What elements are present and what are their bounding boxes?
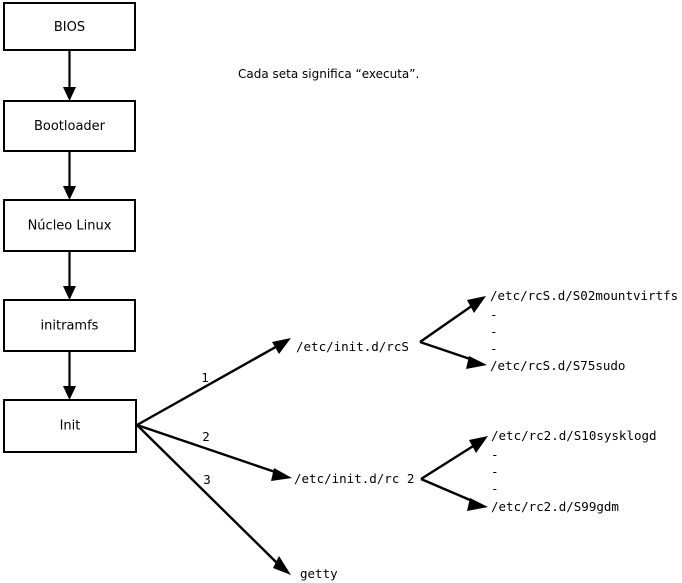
node-initramfs[interactable]: initramfs [3, 299, 136, 352]
node-init-rect [3, 399, 137, 453]
fork-group-rc2-scripts: /etc/rc2.d/S10sysklogd - - - /etc/rc2.d/… [420, 428, 657, 514]
branch-2-target-label: /etc/init.d/rc 2 [294, 471, 414, 486]
arrowhead-icon [63, 87, 76, 101]
node-kernel[interactable]: Núcleo Linux [3, 199, 136, 252]
arrow-initramfs-to-init [63, 351, 76, 400]
rcs-ellipsis-dash-3: - [490, 341, 498, 356]
rcs-script-first-label: /etc/rcS.d/S02mountvirtfs [490, 288, 678, 303]
arrowhead-icon [273, 556, 291, 575]
vertical-arrows-group [63, 50, 76, 400]
rc2-ellipsis-dash-2: - [491, 464, 499, 479]
branch-1-target-label: /etc/init.d/rcS [296, 339, 409, 354]
node-initramfs-label: initramfs [41, 319, 99, 334]
branch-2-number: 2 [202, 429, 210, 444]
rc2-script-last-label: /etc/rc2.d/S99gdm [491, 499, 619, 514]
rcs-script-last-label: /etc/rcS.d/S75sudo [490, 358, 625, 373]
arrowhead-icon [272, 338, 291, 354]
arrowhead-icon [467, 296, 486, 313]
boot-chain-group: BIOS Bootloader Núcleo Linux initramfs I… [3, 2, 137, 453]
arrowhead-icon [469, 436, 488, 453]
branch-3-target-label: getty [300, 566, 338, 581]
rc2-script-first-label: /etc/rc2.d/S10sysklogd [491, 428, 657, 443]
node-bios-rect [3, 2, 136, 51]
node-bootloader[interactable]: Bootloader [3, 100, 136, 152]
rcs-ellipsis-dash-1: - [490, 307, 498, 322]
rcs-ellipsis-dash-2: - [490, 324, 498, 339]
arrow-bootloader-to-kernel [63, 151, 76, 200]
branch-1-number: 1 [201, 370, 209, 385]
node-kernel-rect [3, 199, 136, 252]
arrowhead-icon [63, 286, 76, 300]
diagram-caption: Cada seta significa “executa”. [238, 67, 419, 81]
node-bios[interactable]: BIOS [3, 2, 136, 51]
node-init[interactable]: Init [3, 399, 137, 453]
arrowhead-icon [271, 468, 292, 481]
rc2-ellipsis-dash-3: - [491, 481, 499, 496]
arrowhead-icon [466, 356, 487, 369]
branch-3-number: 3 [203, 472, 211, 487]
arrowhead-icon [63, 186, 76, 200]
fork-group-rcs-scripts: /etc/rcS.d/S02mountvirtfs - - - /etc/rcS… [419, 288, 678, 373]
arrow-bios-to-bootloader [63, 50, 76, 101]
arrow-kernel-to-initramfs [63, 251, 76, 300]
arrowhead-icon [63, 386, 76, 400]
branch-1: 1 /etc/init.d/rcS [136, 338, 409, 427]
node-kernel-label: Núcleo Linux [28, 219, 112, 234]
node-bios-label: BIOS [54, 20, 85, 35]
rc2-ellipsis-dash-1: - [491, 447, 499, 462]
node-bootloader-label: Bootloader [34, 119, 106, 134]
node-init-label: Init [60, 419, 81, 434]
branch-2: 2 /etc/init.d/rc 2 [136, 423, 414, 486]
arrowhead-icon [467, 498, 488, 511]
init-branches-group: 1 /etc/init.d/rcS 2 /etc/init.d/rc 2 3 g… [136, 338, 414, 581]
branch-3: 3 getty [136, 424, 338, 581]
